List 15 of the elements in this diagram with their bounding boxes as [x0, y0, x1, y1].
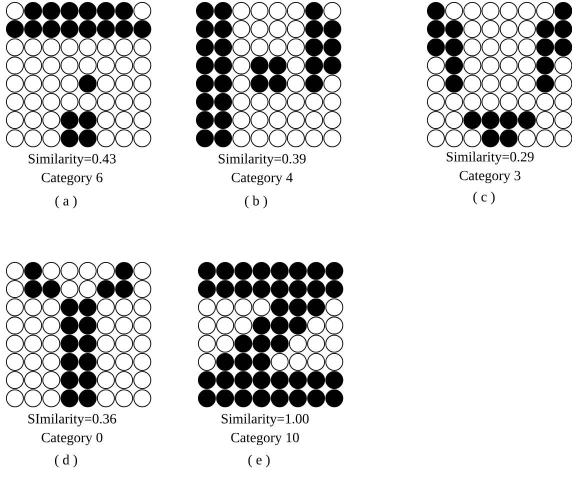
category-label: Category 0 — [42, 432, 102, 446]
panel-label: ( b ) — [244, 196, 268, 208]
similarity-value: SImilarity=0.36 — [28, 414, 116, 426]
similarity-value: Similarity=1.00 — [222, 414, 309, 426]
similarity-value: Similarity=0.43 — [28, 154, 116, 166]
panel-label: ( c ) — [473, 192, 495, 204]
category-label: Category 3 — [460, 170, 520, 184]
similarity-value: Similarity=0.39 — [218, 154, 306, 166]
category-label: Category 6 — [42, 172, 102, 186]
panel-label: ( a ) — [55, 196, 77, 208]
category-label: Category 10 — [231, 432, 299, 446]
panel-label: ( e ) — [248, 454, 270, 468]
category-label: Category 4 — [232, 172, 293, 186]
similarity-value: Similarity=0.29 — [446, 152, 534, 164]
panel-label: ( d ) — [54, 454, 78, 468]
